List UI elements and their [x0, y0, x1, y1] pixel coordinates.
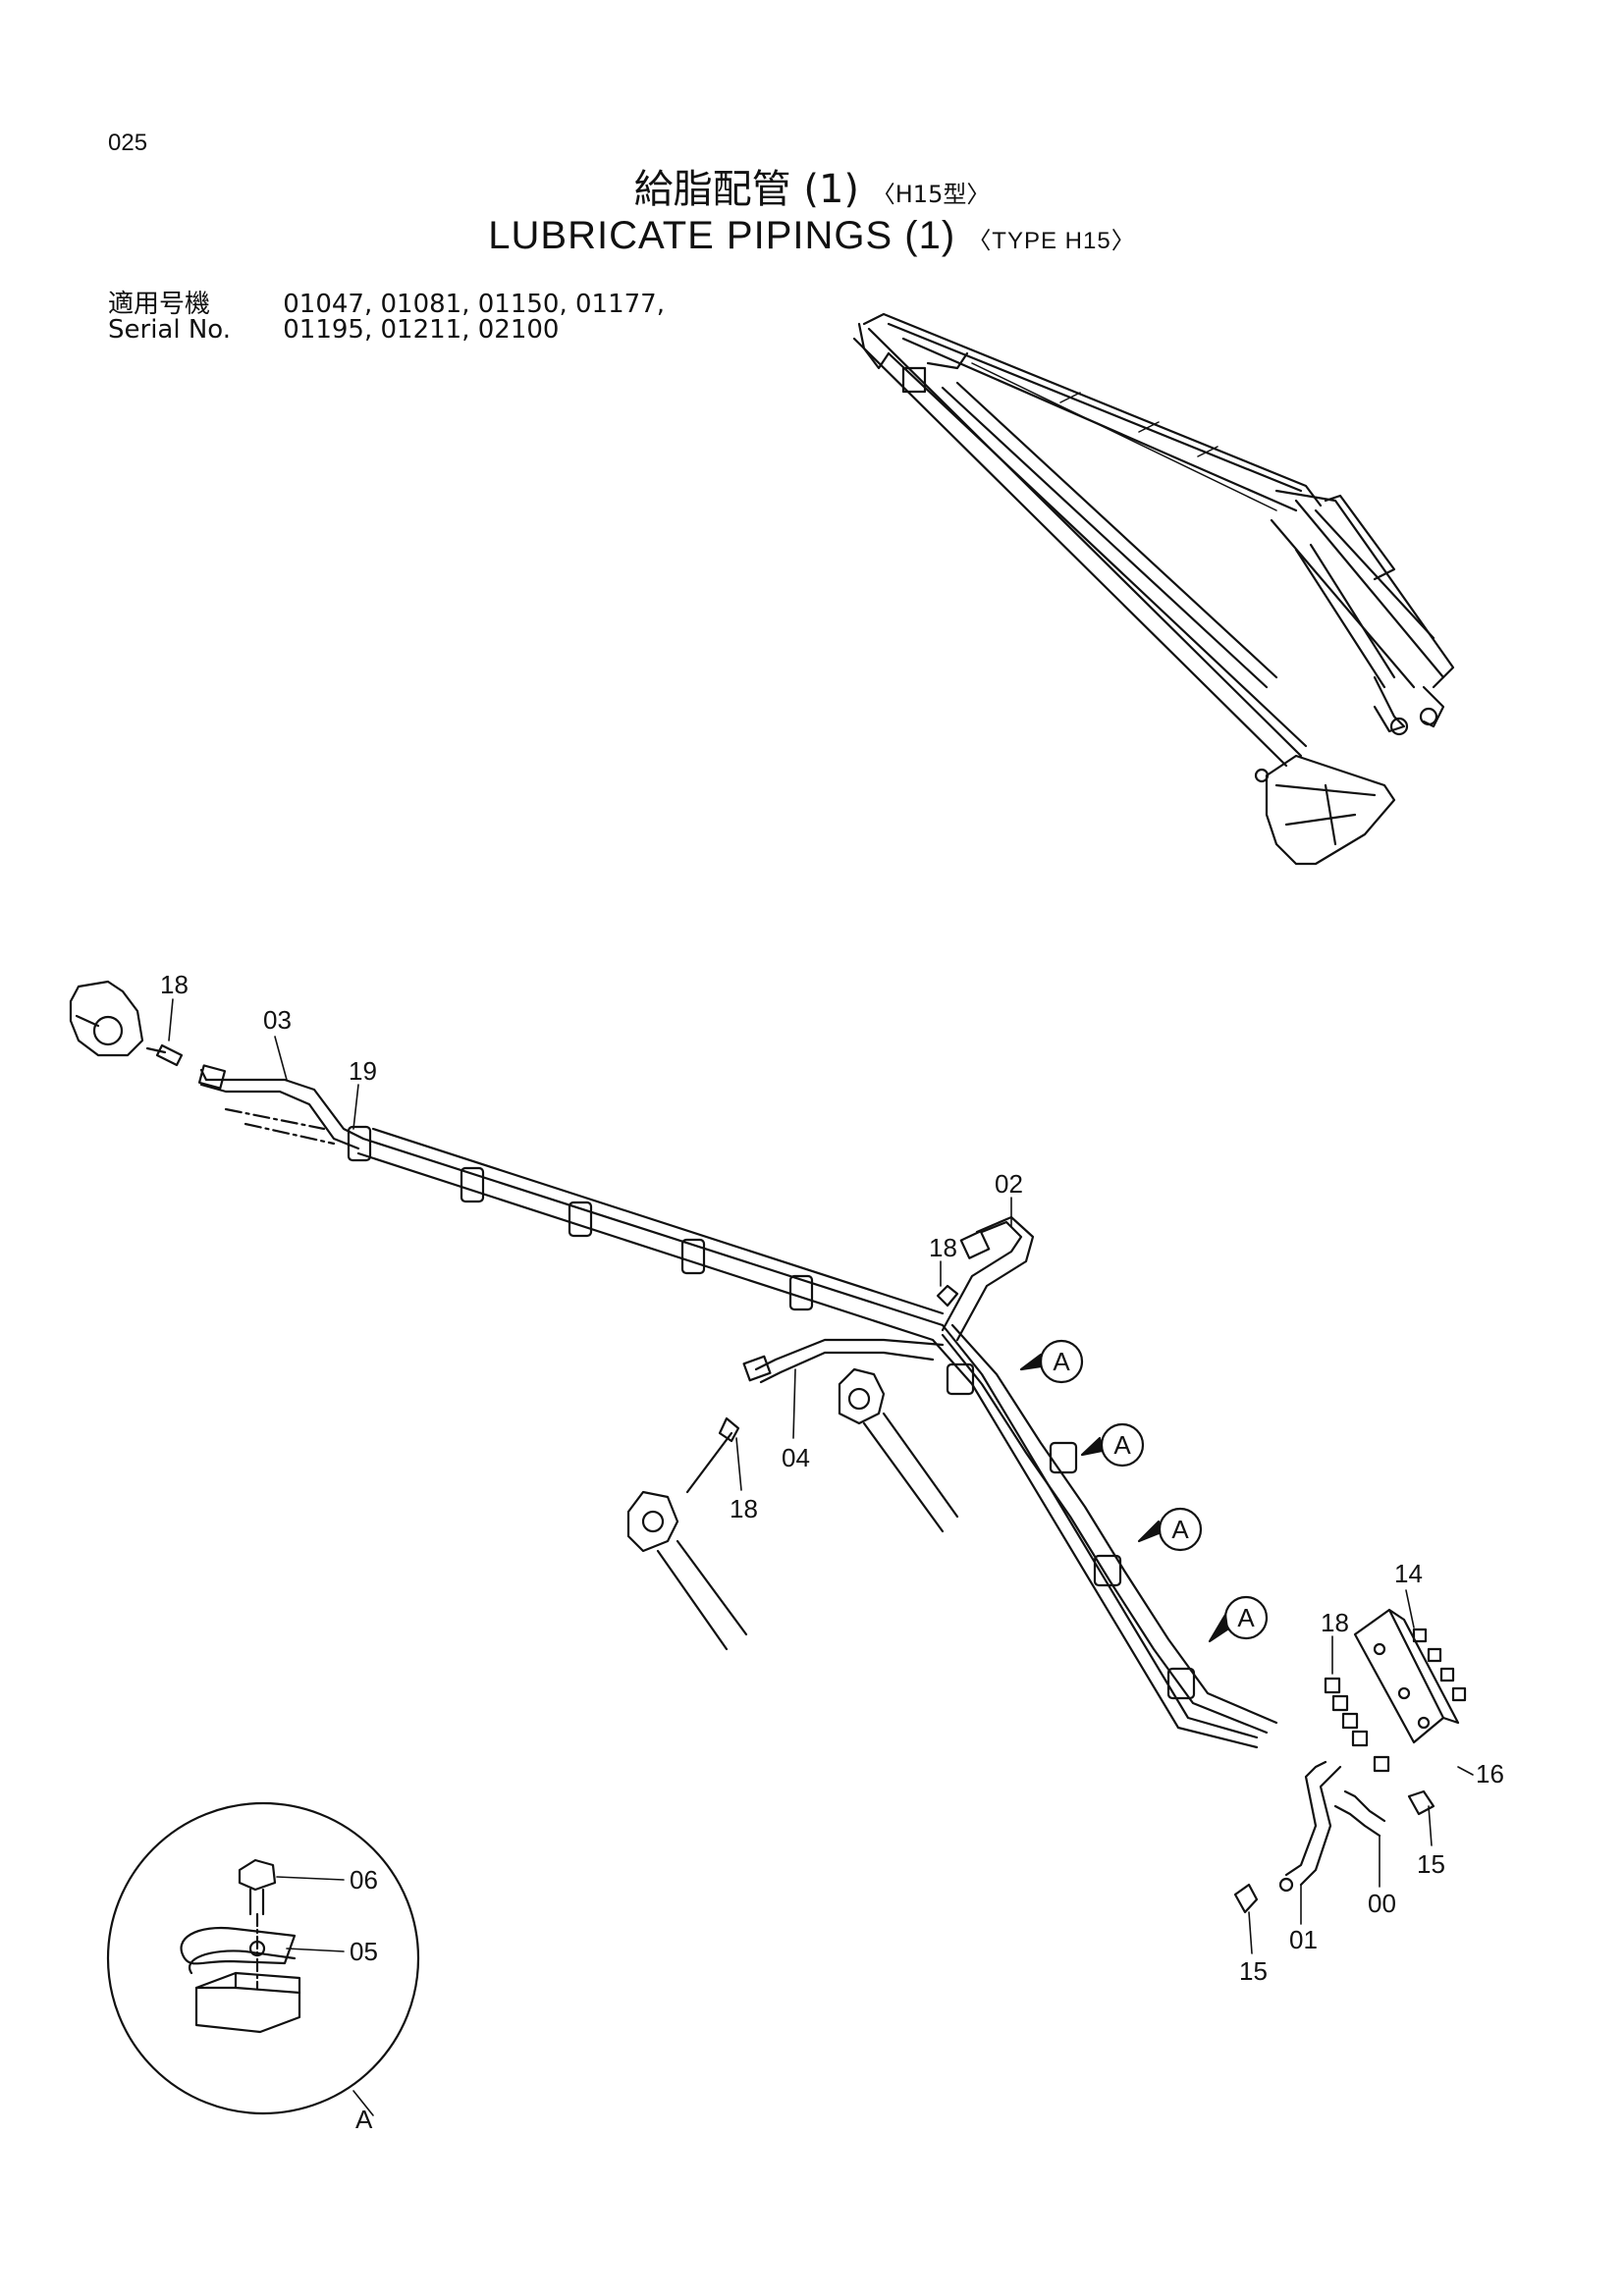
callout-a-3: A	[1171, 1515, 1189, 1544]
title-english: LUBRICATE PIPINGS (1) 〈TYPE H15〉	[0, 214, 1624, 258]
serial-line-1: 01047, 01081, 01150, 01177,	[283, 290, 665, 319]
serial-label-en: Serial No.	[108, 315, 231, 345]
callout-a-4: A	[1237, 1603, 1255, 1632]
leader-lines	[168, 998, 1474, 1954]
part-label-04: 04	[782, 1443, 810, 1472]
part-labels: 18 03 19 02 18 04 18 18 14 16 15 00 01 1…	[160, 970, 1504, 2134]
part-label-15-b: 15	[1239, 1956, 1268, 1986]
title-jp-text: 給脂配管 (1)	[633, 167, 860, 212]
callouts-a: A A A A	[1019, 1339, 1269, 1643]
serial-label-jp: 適用号機	[108, 290, 211, 319]
part-label-16: 16	[1476, 1759, 1504, 1789]
part-label-19: 19	[349, 1056, 377, 1086]
part-label-18-a: 18	[160, 970, 189, 999]
part-label-01: 01	[1289, 1925, 1318, 1954]
serial-row-2: Serial No. 01195, 01211, 02100	[108, 316, 559, 344]
part-label-02: 02	[995, 1169, 1023, 1199]
part-label-18-d: 18	[1321, 1608, 1349, 1637]
serial-line-2: 01195, 01211, 02100	[283, 315, 560, 345]
title-en-text: LUBRICATE PIPINGS (1)	[488, 214, 956, 257]
part-label-06: 06	[350, 1865, 378, 1895]
boom-arm-illustration	[852, 312, 1455, 866]
detail-a	[106, 1801, 420, 2116]
part-label-03: 03	[263, 1005, 292, 1035]
part-label-15-a: 15	[1417, 1849, 1445, 1879]
part-label-18-b: 18	[929, 1233, 957, 1262]
callout-a-2: A	[1113, 1430, 1131, 1460]
detail-a-label: A	[355, 2105, 373, 2134]
callout-a-1: A	[1053, 1347, 1070, 1376]
part-label-18-c: 18	[730, 1494, 758, 1523]
main-piping-view	[69, 980, 1467, 1914]
part-label-05: 05	[350, 1937, 378, 1966]
page-number: 025	[108, 130, 148, 156]
title-en-type: 〈TYPE H15〉	[967, 228, 1136, 254]
manifold-fittings	[1324, 1628, 1467, 1773]
title-jp-type: 〈H15型〉	[871, 181, 991, 208]
title-japanese: 給脂配管 (1) 〈H15型〉	[0, 157, 1624, 214]
part-label-00: 00	[1368, 1889, 1396, 1918]
clamps	[347, 1125, 1196, 1700]
serial-row-1: 適用号機 01047, 01081, 01150, 01177,	[108, 291, 665, 318]
part-label-14: 14	[1394, 1559, 1423, 1588]
